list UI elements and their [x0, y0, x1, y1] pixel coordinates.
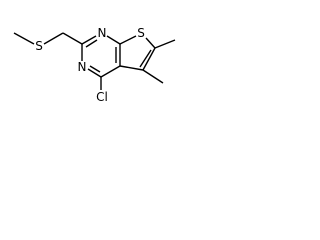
bond-n1-c7a: [106, 35, 121, 45]
atom-nitrogen-1: N: [98, 26, 107, 40]
bond-c7a-s: [119, 35, 137, 45]
bond-c4a-c4: [100, 65, 121, 78]
bond-c2-n1: [81, 35, 97, 45]
bond-c6-methyl: [154, 39, 176, 49]
bond-c5-c4a: [119, 65, 144, 71]
atom-sulfur-ring: S: [137, 26, 145, 40]
bond-c4-n3-inner: [89, 65, 101, 73]
bond-methyl-s: [13, 32, 35, 45]
thienopyrimidine-structure: S N N S Cl: [13, 26, 176, 104]
bond-s-c6: [145, 37, 156, 49]
bond-c6-c5-inner: [139, 49, 152, 68]
bond-c6-c5: [142, 47, 156, 71]
atom-sulfur-chain: S: [35, 39, 43, 53]
atom-chlorine: Cl: [96, 90, 108, 104]
bond-ch2-c2: [62, 32, 83, 45]
bond-s-ch2: [43, 32, 64, 45]
atom-nitrogen-3: N: [78, 60, 87, 74]
bond-c5-methyl: [142, 69, 164, 84]
structure-canvas: S N N S Cl: [0, 0, 213, 107]
bond-c4-n3: [87, 68, 102, 78]
bond-c2-n1-inner: [85, 39, 98, 48]
